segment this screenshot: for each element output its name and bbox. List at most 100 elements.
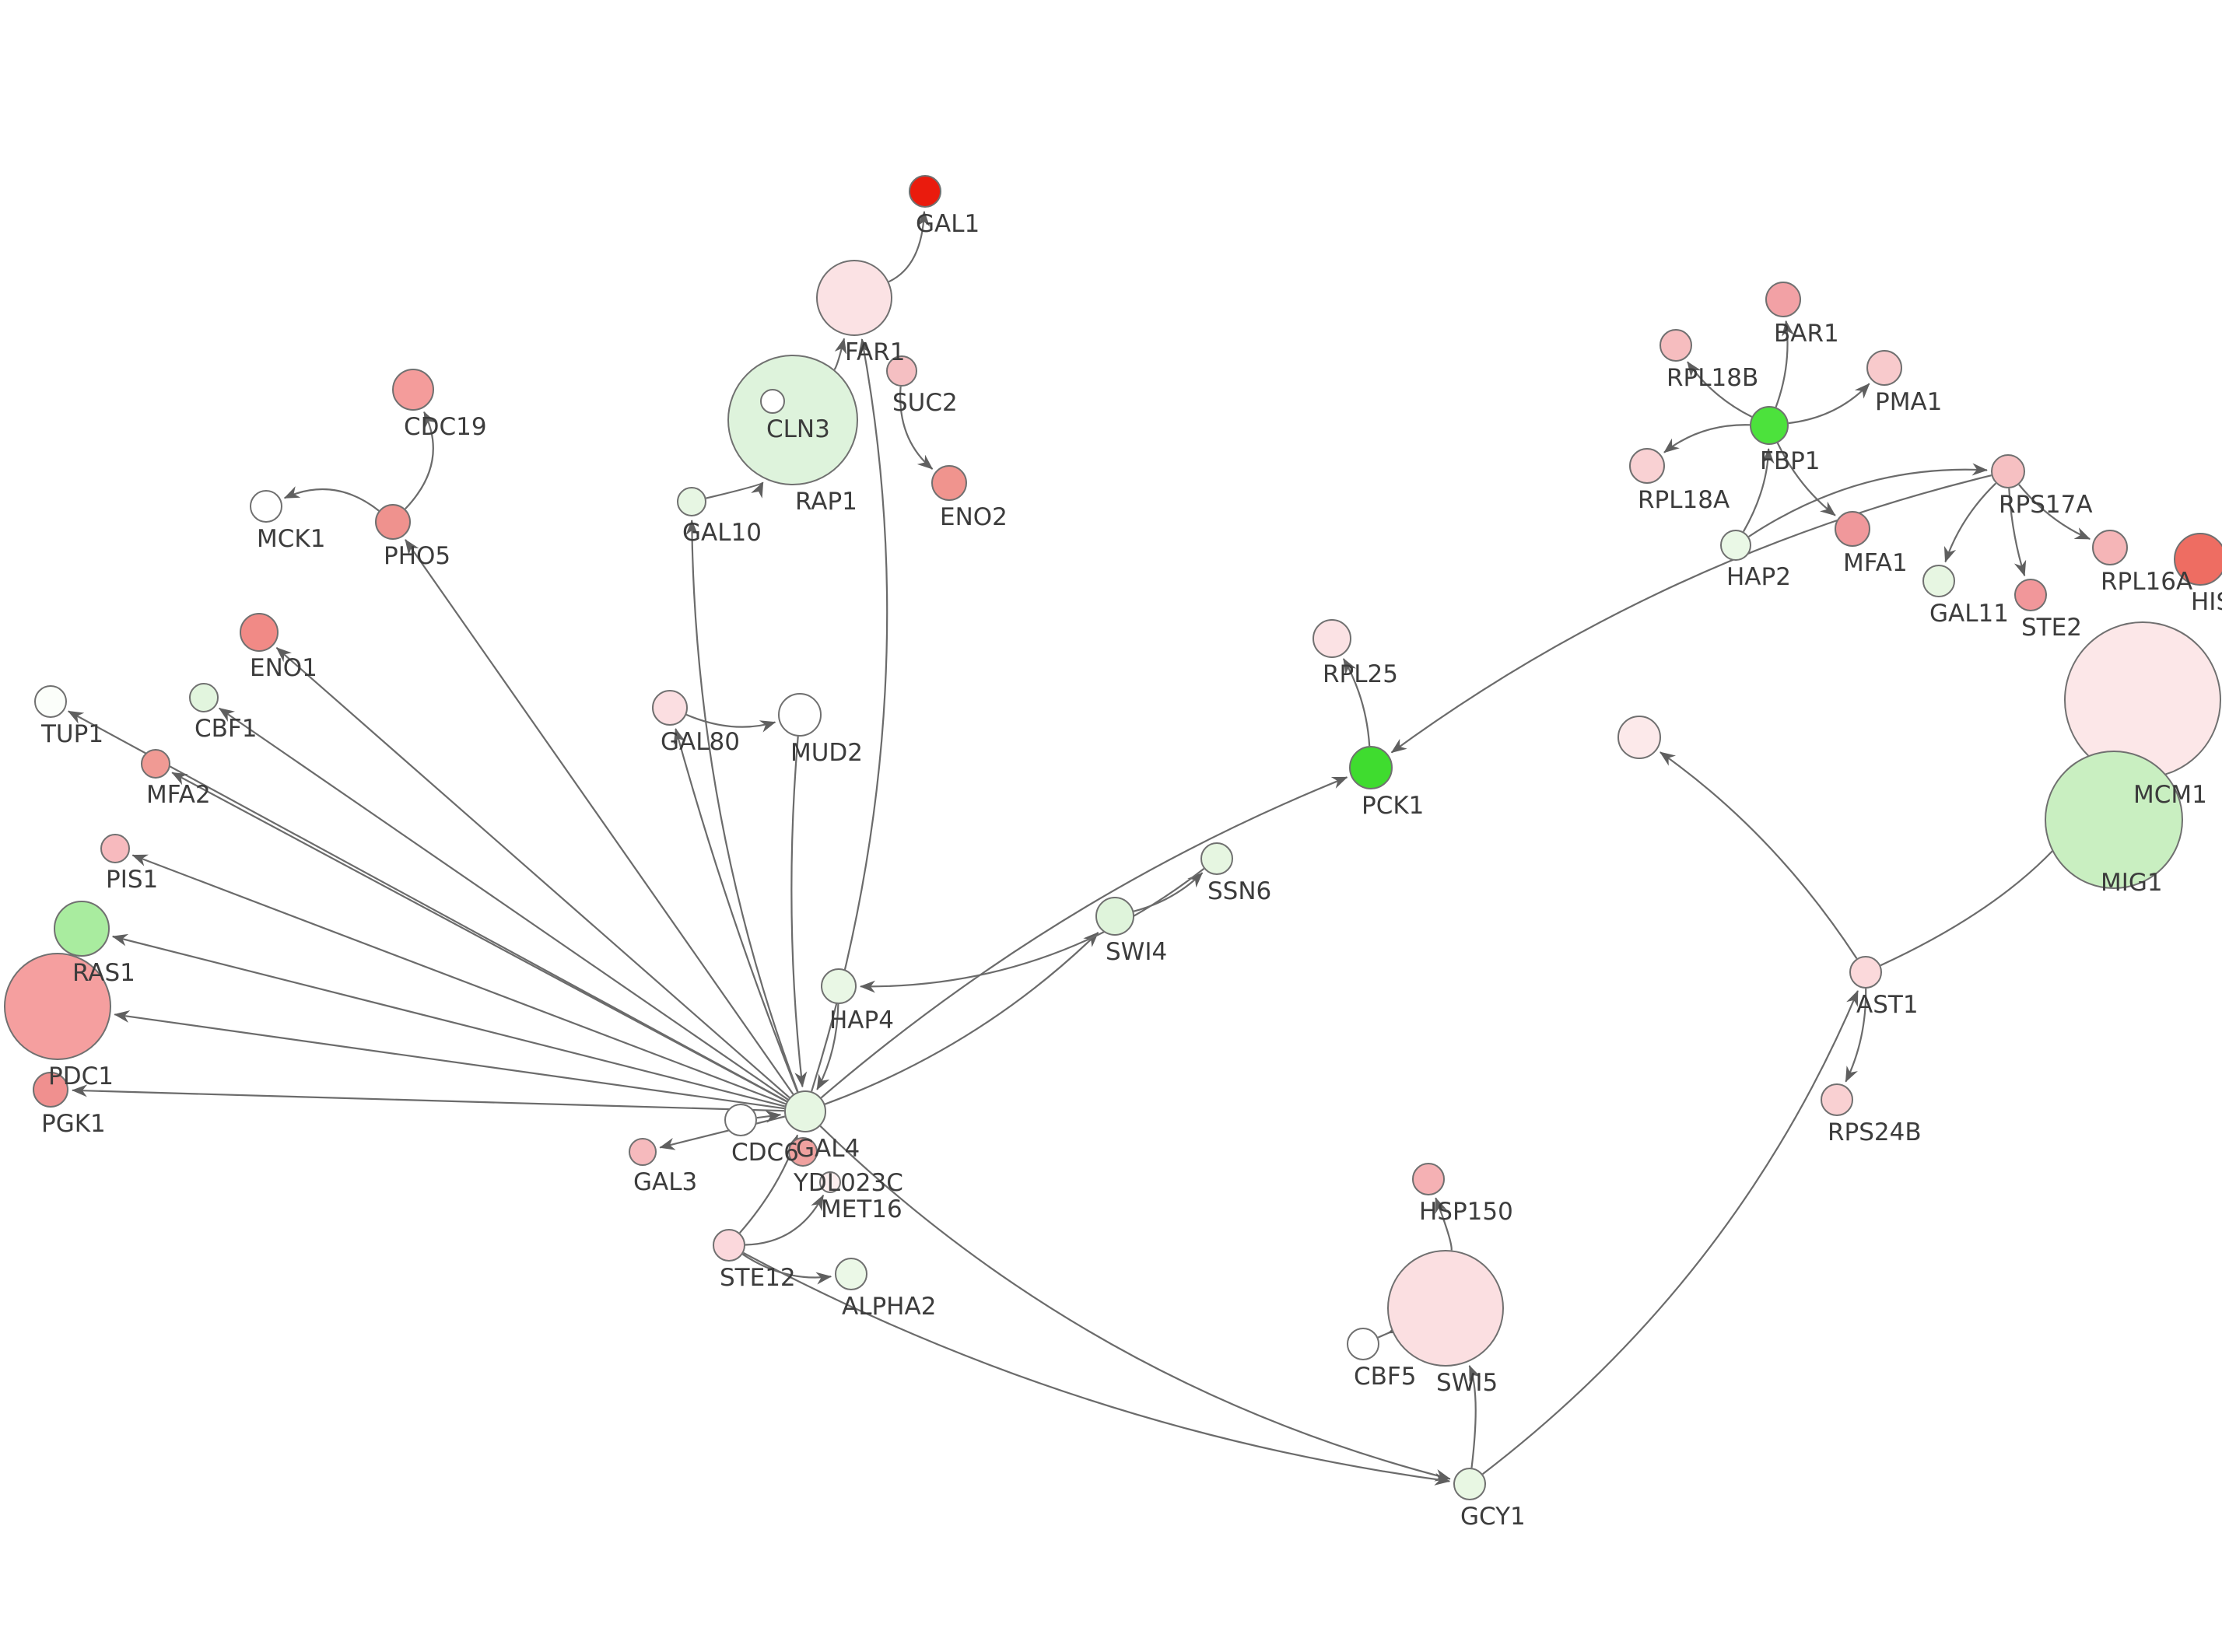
edge-FBP1-RPL18A[interactable] (1663, 424, 1751, 453)
node-PGK1[interactable] (33, 1072, 68, 1108)
edge-CLN3-FAR1[interactable] (833, 338, 847, 370)
node-GAL1[interactable] (909, 175, 941, 208)
node-GAL10[interactable] (677, 487, 706, 516)
edge-FBP1-MFA1[interactable] (1776, 443, 1836, 516)
node-HAP2[interactable] (1720, 530, 1751, 561)
node-CDC19[interactable] (392, 369, 434, 411)
edge-HAP2-FBP1[interactable] (1742, 448, 1775, 533)
node-MUD2[interactable] (778, 693, 822, 737)
node-SSN6[interactable] (1200, 842, 1233, 875)
edge-GAL4-CBF1[interactable] (218, 707, 789, 1101)
edge-MUD2-GAL4[interactable] (790, 736, 808, 1088)
edge-GAL4-GAL10[interactable] (685, 520, 799, 1093)
node-GAL3[interactable] (629, 1138, 657, 1166)
node-STE12[interactable] (713, 1229, 745, 1262)
node-YDL023C[interactable] (788, 1137, 818, 1167)
node-MIG1[interactable] (2045, 751, 2183, 889)
edge-FBP1-BAR1[interactable] (1775, 320, 1795, 408)
node-unlabeled[interactable] (1617, 716, 1661, 759)
node-PDC1[interactable] (4, 953, 111, 1060)
node-HSP150[interactable] (1412, 1163, 1445, 1195)
edge-HAP2-RPS17A[interactable] (1748, 463, 1988, 537)
edge-GAL4-PCK1[interactable] (820, 776, 1348, 1099)
node-RPL16A[interactable] (2092, 530, 2128, 565)
node-CDC6[interactable] (724, 1104, 757, 1136)
edge-PHO5-CDC19[interactable] (405, 411, 436, 510)
node-GAL80[interactable] (652, 690, 688, 726)
edge-SWI5-HSP150[interactable] (1435, 1197, 1453, 1251)
node-SWI4[interactable] (1095, 897, 1134, 936)
node-AST1[interactable] (1849, 956, 1882, 989)
edge-HAP4-GAL4[interactable] (816, 1003, 839, 1090)
edge-GAL4-SWI4[interactable] (824, 932, 1099, 1105)
edge-CBF5-SWI5[interactable] (1377, 1321, 1405, 1339)
node-GAL11[interactable] (1922, 565, 1955, 597)
edge-SWI4-SSN6[interactable] (1133, 872, 1204, 912)
node-ENO2[interactable] (931, 465, 967, 501)
edge-STE12-GCY1[interactable] (742, 1251, 1451, 1486)
node-TUP1[interactable] (34, 685, 67, 718)
edge-CDC6-GAL4[interactable] (756, 1110, 782, 1123)
node-CBF1[interactable] (189, 683, 219, 712)
node-MFA1[interactable] (1835, 511, 1870, 547)
edge-RPS17A-PCK1[interactable] (1390, 474, 1992, 754)
edge-GAL4-PGK1[interactable] (72, 1084, 785, 1112)
edge-RPS17A-STE2[interactable] (2008, 488, 2027, 577)
edge-GAL80-MUD2[interactable] (685, 713, 776, 733)
node-MET16[interactable] (819, 1171, 841, 1193)
node-ENO1[interactable] (240, 613, 279, 652)
node-GCY1[interactable] (1453, 1468, 1486, 1500)
node-SUC2[interactable] (886, 355, 917, 387)
edge-FBP1-PMA1[interactable] (1788, 383, 1870, 425)
edge-FAR1-GAL1[interactable] (888, 211, 931, 283)
node-STE2[interactable] (2014, 579, 2047, 611)
node-PIS1[interactable] (100, 834, 130, 863)
node-GAL4[interactable] (784, 1090, 826, 1132)
edge-GAL4-GCY1[interactable] (819, 1125, 1451, 1482)
edge-AST1-N1[interactable] (1659, 751, 1858, 960)
node-RAP1[interactable] (760, 389, 785, 414)
node-CLN3[interactable] (727, 355, 858, 485)
edge-GAL4-PHO5[interactable] (405, 539, 794, 1095)
node-BAR1[interactable] (1765, 282, 1801, 317)
node-FBP1[interactable] (1750, 406, 1789, 445)
node-PHO5[interactable] (375, 504, 411, 540)
edge-GAL4-TUP1[interactable] (67, 710, 787, 1103)
edge-GAL4-PIS1[interactable] (131, 854, 787, 1105)
node-SWI5[interactable] (1387, 1250, 1504, 1367)
node-RPL18A[interactable] (1629, 448, 1665, 484)
node-CBF5[interactable] (1347, 1328, 1379, 1360)
edge-GAL4-RAS1[interactable] (111, 933, 786, 1108)
node-RPL18B[interactable] (1659, 329, 1692, 362)
edge-AST1-RPS24B[interactable] (1845, 988, 1867, 1083)
node-FAR1[interactable] (816, 260, 892, 336)
edge-FBP1-RPL18B[interactable] (1687, 361, 1753, 418)
node-MCK1[interactable] (250, 490, 282, 523)
node-ALPHA2[interactable] (835, 1258, 867, 1290)
node-RPS17A[interactable] (1991, 454, 2025, 488)
edge-STE12-MET16[interactable] (745, 1194, 825, 1246)
edge-GAL4-MFA2[interactable] (171, 772, 787, 1103)
edge-RPS17A-RPL16A[interactable] (2018, 484, 2091, 541)
edge-PCK1-RPL25[interactable] (1342, 658, 1371, 747)
node-RPS24B[interactable] (1821, 1083, 1853, 1116)
node-RAS1[interactable] (54, 901, 110, 957)
edge-GAL4-PDC1[interactable] (114, 1010, 785, 1110)
edge-STE12-ALPHA2[interactable] (741, 1253, 832, 1285)
edge-GAL4-ENO1[interactable] (275, 646, 790, 1099)
node-HIS4[interactable] (2174, 533, 2222, 586)
edge-GAL4-GAL80[interactable] (673, 728, 799, 1093)
edge-PHO5-MCK1[interactable] (283, 486, 380, 512)
node-MCM1[interactable] (2064, 621, 2221, 779)
node-MFA2[interactable] (141, 749, 170, 779)
node-PMA1[interactable] (1866, 350, 1902, 386)
node-HAP4[interactable] (821, 968, 857, 1004)
edge-SSN6-HAP4[interactable] (860, 868, 1205, 993)
node-PCK1[interactable] (1349, 746, 1393, 789)
edge-SUC2-ENO2[interactable] (899, 386, 934, 470)
edge-GCY1-AST1[interactable] (1482, 989, 1859, 1475)
edge-GCY1-SWI5[interactable] (1468, 1364, 1481, 1468)
node-RPL25[interactable] (1313, 619, 1351, 658)
edge-GAL10-CLN3[interactable] (706, 481, 764, 499)
